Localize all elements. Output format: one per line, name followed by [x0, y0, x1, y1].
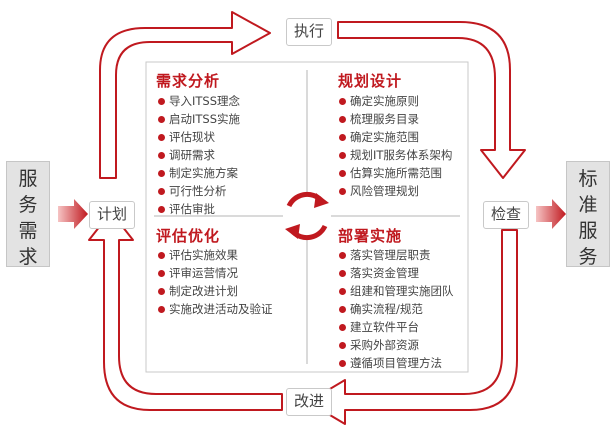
planning-design-title: 规划设计	[338, 72, 403, 90]
list-item: 风险管理规划	[339, 182, 452, 200]
list-item: 梳理服务目录	[339, 110, 452, 128]
list-item: 评估实施效果	[158, 246, 273, 264]
center-cycle-arrowhead-bottom	[285, 224, 300, 239]
list-item: 调研需求	[158, 146, 240, 164]
list-item: 导入ITSS理念	[158, 92, 240, 110]
deployment-implementation-title: 部署实施	[338, 227, 403, 245]
list-item: 估算实施所需范围	[339, 164, 452, 182]
list-item: 确定实施原则	[339, 92, 452, 110]
list-item: 确实流程/规范	[339, 300, 454, 318]
check-label: 检查	[490, 205, 521, 223]
list-item: 遵循项目管理方法	[339, 354, 454, 372]
list-item: 评估审批	[158, 200, 240, 218]
standard-service-box: 标 准 服 务	[566, 161, 610, 268]
list-item: 可行性分析	[158, 182, 240, 200]
list-item: 制定实施方案	[158, 164, 240, 182]
standard-service-char-3: 服	[578, 220, 598, 242]
list-item: 评估现状	[158, 128, 240, 146]
evaluation-optimization-list: 评估实施效果 评审运营情况 制定改进计划 实施改进活动及验证	[158, 246, 273, 318]
output-arrow	[536, 199, 566, 229]
service-demand-char-3: 需	[18, 220, 38, 242]
service-demand-char-1: 服	[18, 168, 38, 190]
input-arrow	[58, 199, 88, 229]
list-item: 评审运营情况	[158, 264, 273, 282]
center-cycle-arrowhead-top	[314, 193, 329, 208]
execute-label: 执行	[293, 22, 324, 40]
plan-label: 计划	[96, 205, 127, 223]
service-demand-char-4: 求	[18, 246, 38, 268]
check-node: 检查	[483, 201, 529, 229]
service-demand-char-2: 务	[18, 194, 38, 216]
list-item: 落实资金管理	[339, 264, 454, 282]
standard-service-char-1: 标	[578, 168, 598, 190]
deployment-implementation-list: 落实管理层职责 落实资金管理 组建和管理实施团队 确实流程/规范 建立软件平台 …	[339, 246, 454, 372]
list-item: 实施改进活动及验证	[158, 300, 273, 318]
list-item: 建立软件平台	[339, 318, 454, 336]
planning-design-list: 确定实施原则 梳理服务目录 确定实施范围 规划IT服务体系架构 估算实施所需范围…	[339, 92, 452, 200]
evaluation-optimization-title: 评估优化	[156, 227, 221, 245]
execute-node: 执行	[286, 18, 332, 46]
list-item: 组建和管理实施团队	[339, 282, 454, 300]
list-item: 规划IT服务体系架构	[339, 146, 452, 164]
list-item: 制定改进计划	[158, 282, 273, 300]
list-item: 落实管理层职责	[339, 246, 454, 264]
demand-analysis-title: 需求分析	[156, 72, 221, 90]
improve-node: 改进	[286, 388, 332, 416]
service-demand-box: 服 务 需 求	[6, 161, 50, 268]
standard-service-char-4: 务	[578, 246, 598, 268]
list-item: 采购外部资源	[339, 336, 454, 354]
improve-label: 改进	[293, 392, 324, 410]
cycle-arrow-execute-to-check	[337, 21, 526, 179]
list-item: 确定实施范围	[339, 128, 452, 146]
standard-service-char-2: 准	[578, 194, 598, 216]
cycle-arrow-plan-to-execute	[99, 11, 271, 179]
plan-node: 计划	[89, 201, 135, 229]
list-item: 启动ITSS实施	[158, 110, 240, 128]
demand-analysis-list: 导入ITSS理念 启动ITSS实施 评估现状 调研需求 制定实施方案 可行性分析…	[158, 92, 240, 218]
